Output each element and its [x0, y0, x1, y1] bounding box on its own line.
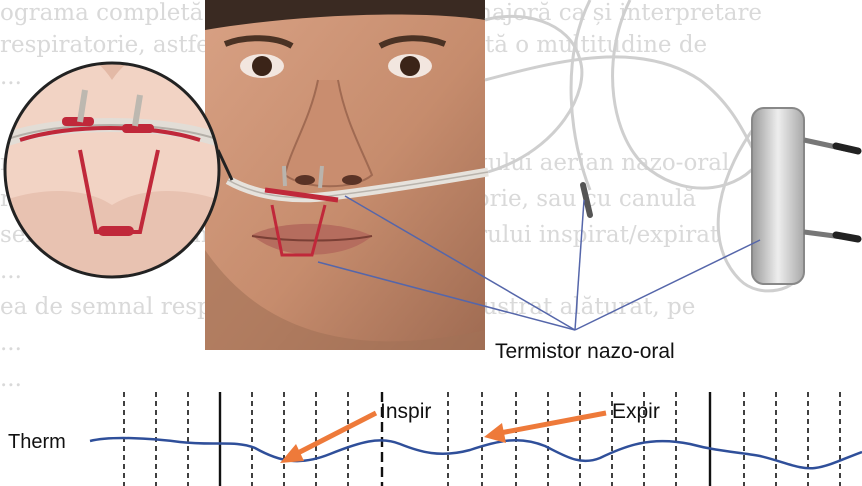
thermistor-signal-trace	[90, 438, 862, 468]
chart-gridlines	[124, 392, 840, 486]
channel-label: Therm	[8, 431, 66, 454]
thermistor-connector-box	[485, 0, 858, 291]
thermistor-label: Termistor nazo-oral	[495, 340, 675, 364]
face-photo	[205, 0, 485, 350]
magnified-nose-detail	[5, 0, 232, 280]
expir-label: Expir	[612, 400, 660, 424]
expir-arrow	[484, 413, 606, 443]
inspir-label: Inspir	[380, 400, 431, 424]
